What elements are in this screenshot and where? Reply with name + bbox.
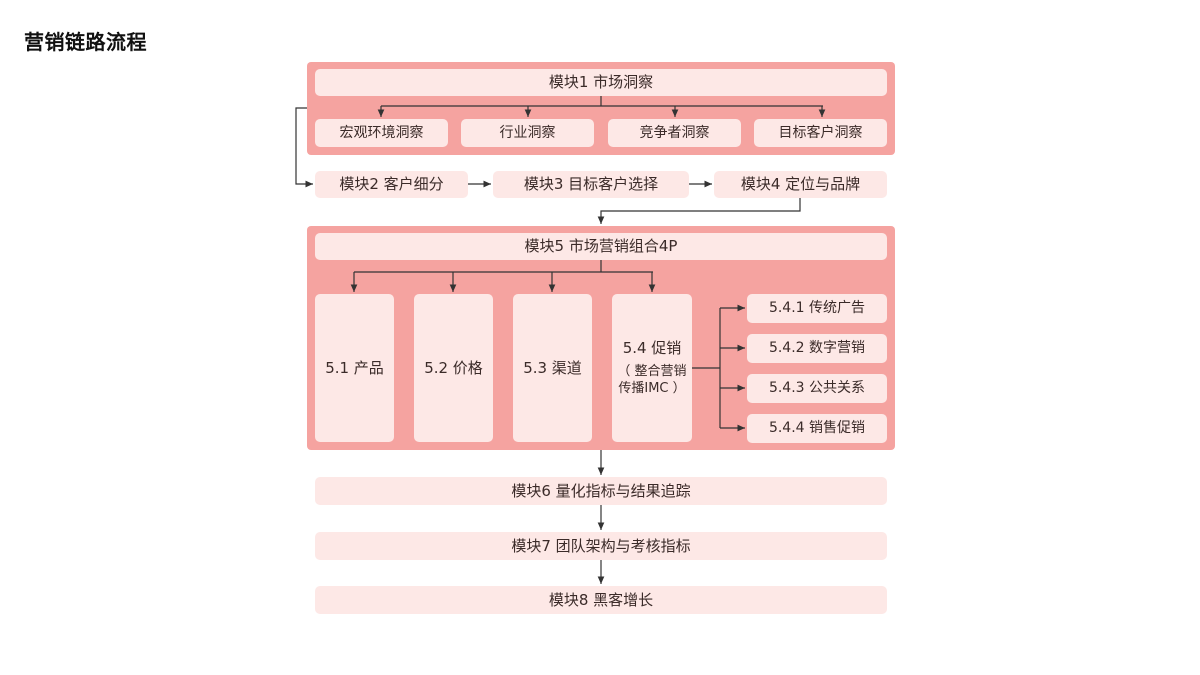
promo-child-traditional-ads: 5.4.1 传统广告 — [747, 294, 887, 323]
module1-child-industry: 行业洞察 — [461, 119, 594, 147]
promotion-title: 5.4 促销 — [622, 339, 682, 358]
module7-box: 模块7 团队架构与考核指标 — [315, 532, 887, 560]
module1-child-customer: 目标客户洞察 — [754, 119, 887, 147]
module3-box: 模块3 目标客户选择 — [493, 171, 689, 198]
promo-child-sales-promotion: 5.4.4 销售促销 — [747, 414, 887, 443]
module1-child-competitor: 竞争者洞察 — [608, 119, 741, 147]
module1-header: 模块1 市场洞察 — [315, 69, 887, 96]
m4-to-m5 — [597, 198, 801, 224]
promotion-subtitle-1: （ 整合营销 — [617, 363, 687, 379]
page-title: 营销链路流程 — [24, 30, 147, 54]
promo-child-public-relations: 5.4.3 公共关系 — [747, 374, 887, 403]
module6-box: 模块6 量化指标与结果追踪 — [315, 477, 887, 505]
promotion-subtitle-2: 传播IMC ） — [618, 381, 686, 397]
module1-child-macro: 宏观环境洞察 — [315, 119, 448, 147]
module5-child-channel: 5.3 渠道 — [513, 294, 592, 442]
module4-box: 模块4 定位与品牌 — [714, 171, 887, 198]
module5-child-product: 5.1 产品 — [315, 294, 394, 442]
promo-child-digital-marketing: 5.4.2 数字营销 — [747, 334, 887, 363]
module2-box: 模块2 客户细分 — [315, 171, 468, 198]
module5-child-price: 5.2 价格 — [414, 294, 493, 442]
module5-header: 模块5 市场营销组合4P — [315, 233, 887, 260]
m1-to-m2 — [295, 107, 313, 188]
module5-child-promotion: 5.4 促销 （ 整合营销 传播IMC ） — [612, 294, 692, 442]
module8-box: 模块8 黑客增长 — [315, 586, 887, 614]
